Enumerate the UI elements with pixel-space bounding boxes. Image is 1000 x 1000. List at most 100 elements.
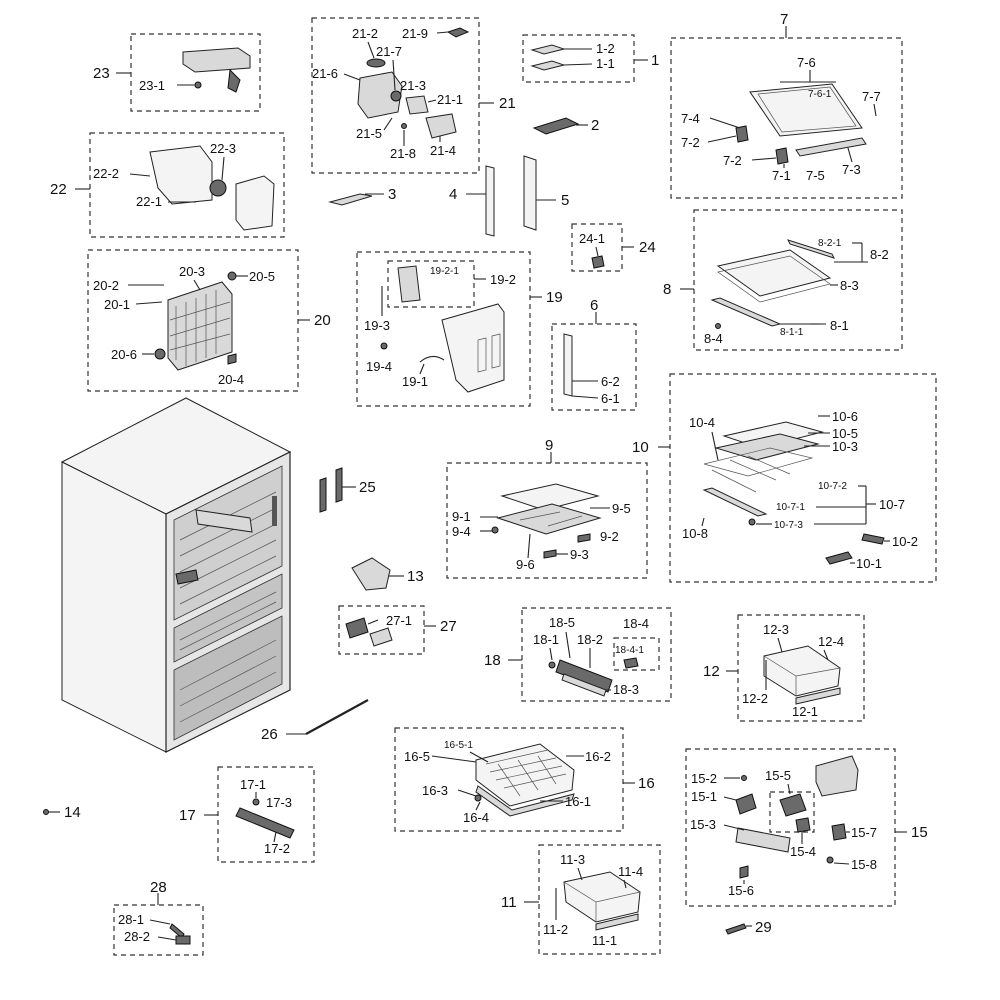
label-6-2: 6-2 xyxy=(601,374,620,389)
label-27: 27 xyxy=(440,618,457,635)
label-15-8: 15-8 xyxy=(851,857,877,872)
label-9-5: 9-5 xyxy=(612,501,631,516)
label-15-2: 15-2 xyxy=(691,771,717,786)
label-16-2: 16-2 xyxy=(585,749,611,764)
part-20-3-coil xyxy=(167,281,233,371)
part-2 xyxy=(532,117,580,135)
part-19-4 xyxy=(380,342,388,350)
label-23: 23 xyxy=(93,65,110,82)
label-22-1: 22-1 xyxy=(136,194,162,209)
part-22-3 xyxy=(209,179,227,197)
label-8: 8 xyxy=(663,281,671,298)
group-17: 17-1 17-3 17-2 17 xyxy=(179,766,315,863)
part-11-1 xyxy=(595,913,639,931)
group-29: 29 xyxy=(725,919,772,936)
part-10-2 xyxy=(861,533,885,545)
label-12-3: 12-3 xyxy=(763,622,789,637)
group-14: 14 xyxy=(43,804,81,821)
part-20-6 xyxy=(154,348,166,360)
part-25-a xyxy=(319,477,327,513)
group-13: 13 xyxy=(351,557,424,591)
label-16-3: 16-3 xyxy=(422,783,448,798)
label-7-1: 7-1 xyxy=(772,168,791,183)
group-1: 1-2 1-1 1 xyxy=(522,34,659,83)
label-19: 19 xyxy=(546,289,563,306)
label-10-4: 10-4 xyxy=(689,415,715,430)
label-24: 24 xyxy=(639,239,656,256)
label-10: 10 xyxy=(632,439,649,456)
part-1-1 xyxy=(530,60,566,71)
part-9-2 xyxy=(577,533,591,543)
label-15-5: 15-5 xyxy=(765,768,791,783)
label-8-2: 8-2 xyxy=(870,247,889,262)
label-10-5: 10-5 xyxy=(832,426,858,441)
freezer-compartment xyxy=(173,615,283,741)
label-9: 9 xyxy=(545,437,553,454)
label-20-2: 20-2 xyxy=(93,278,119,293)
label-11: 11 xyxy=(501,894,517,911)
part-8-4 xyxy=(715,323,721,329)
part-15-4 xyxy=(795,817,811,833)
label-20-4: 20-4 xyxy=(218,372,244,387)
part-3 xyxy=(328,193,373,206)
label-19-2-1: 19-2-1 xyxy=(430,266,459,277)
group-2: 2 xyxy=(532,117,599,135)
group-22-ice-bucket: 22-3 22-2 22-1 22 xyxy=(50,132,285,238)
label-7-3: 7-3 xyxy=(842,162,861,177)
label-10-7: 10-7 xyxy=(879,497,905,512)
label-14: 14 xyxy=(64,804,81,821)
part-8-2 xyxy=(787,239,835,259)
part-18-4-1 xyxy=(623,657,639,669)
label-15-6: 15-6 xyxy=(728,883,754,898)
label-1-1: 1-1 xyxy=(596,56,615,71)
part-10-1 xyxy=(825,551,853,565)
label-10-7-2: 10-7-2 xyxy=(818,481,847,492)
part-7-3 xyxy=(795,137,867,157)
label-7: 7 xyxy=(780,11,788,28)
part-9-4 xyxy=(491,526,499,534)
part-28-2 xyxy=(175,935,191,945)
label-10-7-3: 10-7-3 xyxy=(774,520,803,531)
part-9-3 xyxy=(543,549,557,559)
label-7-7: 7-7 xyxy=(862,89,881,104)
label-9-2: 9-2 xyxy=(600,529,619,544)
group-26: 26 xyxy=(261,699,369,743)
label-10-7-1: 10-7-1 xyxy=(776,502,805,513)
label-10-1: 10-1 xyxy=(856,556,882,571)
label-15-4: 15-4 xyxy=(790,844,816,859)
label-23-1: 23-1 xyxy=(139,78,165,93)
group-21-motor-assembly: 21-2 21-9 21-7 21-6 21-3 21-1 21-5 21-8 … xyxy=(311,17,516,174)
label-28-2: 28-2 xyxy=(124,929,150,944)
label-18-3: 18-3 xyxy=(613,682,639,697)
part-19-1-duct xyxy=(441,303,505,393)
label-19-1: 19-1 xyxy=(402,374,428,389)
part-10-7-3 xyxy=(748,518,756,526)
label-20-5: 20-5 xyxy=(249,269,275,284)
part-22-1-bucket xyxy=(149,145,213,205)
group-9-shelf: 9 9-1 9-4 9-5 9-2 9-3 9-6 xyxy=(446,437,648,579)
label-11-4: 11-4 xyxy=(618,864,643,879)
group-20-evaporator: 20-2 20-3 20-5 20-1 20-6 20-4 20 xyxy=(87,249,331,392)
label-19-3: 19-3 xyxy=(364,318,390,333)
label-17: 17 xyxy=(179,807,196,824)
group-16-basket: 16-5 16-5-1 16-2 16-3 16-1 16-4 16 xyxy=(394,727,655,832)
part-8-3-glass xyxy=(716,249,832,297)
label-9-1: 9-1 xyxy=(452,509,471,524)
label-17-3: 17-3 xyxy=(266,795,292,810)
label-19-4: 19-4 xyxy=(366,359,392,374)
group-10-shelf: 10 10-6 10-5 10-3 10-4 10-7-2 10-7 10-7-… xyxy=(632,373,937,583)
part-24-1 xyxy=(591,255,605,269)
label-12-1: 12-1 xyxy=(792,704,818,719)
part-18-1 xyxy=(548,661,556,669)
label-8-4: 8-4 xyxy=(704,331,723,346)
part-15-8 xyxy=(826,856,834,864)
label-28: 28 xyxy=(150,879,167,896)
label-4: 4 xyxy=(449,186,457,203)
group-4-5-rails: 4 5 xyxy=(449,155,569,237)
label-7-5: 7-5 xyxy=(806,168,825,183)
label-21-2: 21-2 xyxy=(352,26,378,41)
group-28: 28 28-1 28-2 xyxy=(113,879,204,956)
part-21-6-housing xyxy=(357,71,403,119)
label-16: 16 xyxy=(638,775,655,792)
